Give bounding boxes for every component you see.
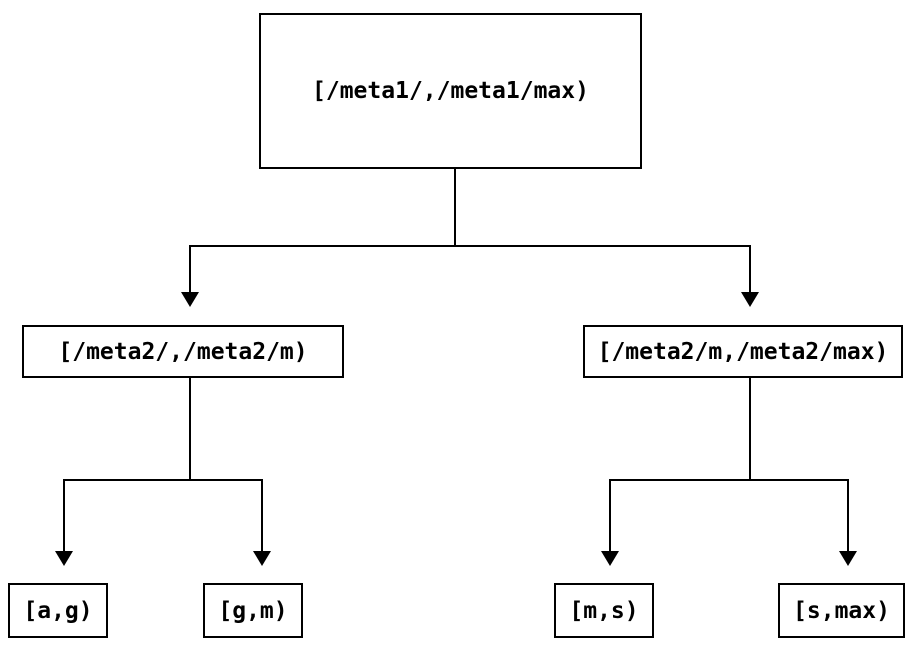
arrow-down-icon <box>741 292 759 307</box>
edge-left-child-stem <box>189 378 191 481</box>
edge-root-to-left-drop <box>189 245 191 292</box>
edge-right-subtree-horizontal <box>609 479 849 481</box>
edge-right-to-leaf-smax-drop <box>847 479 849 551</box>
arrow-down-icon <box>839 551 857 566</box>
edge-left-subtree-horizontal <box>63 479 263 481</box>
edge-level1-horizontal <box>189 245 751 247</box>
node-root: [/meta1/,/meta1/max) <box>259 13 642 169</box>
node-leaf-g-m: [g,m) <box>203 583 303 638</box>
arrow-down-icon <box>601 551 619 566</box>
edge-right-child-stem <box>749 378 751 481</box>
arrow-down-icon <box>181 292 199 307</box>
node-right-child: [/meta2/m,/meta2/max) <box>583 325 903 378</box>
edge-root-to-right-drop <box>749 245 751 292</box>
edge-left-to-leaf-gm-drop <box>261 479 263 551</box>
arrow-down-icon <box>55 551 73 566</box>
node-leaf-a-g: [a,g) <box>8 583 108 638</box>
node-left-child: [/meta2/,/meta2/m) <box>22 325 344 378</box>
edge-left-to-leaf-ag-drop <box>63 479 65 551</box>
node-leaf-s-max: [s,max) <box>778 583 905 638</box>
edge-root-stem <box>454 169 456 247</box>
arrow-down-icon <box>253 551 271 566</box>
edge-right-to-leaf-ms-drop <box>609 479 611 551</box>
node-leaf-m-s: [m,s) <box>554 583 654 638</box>
